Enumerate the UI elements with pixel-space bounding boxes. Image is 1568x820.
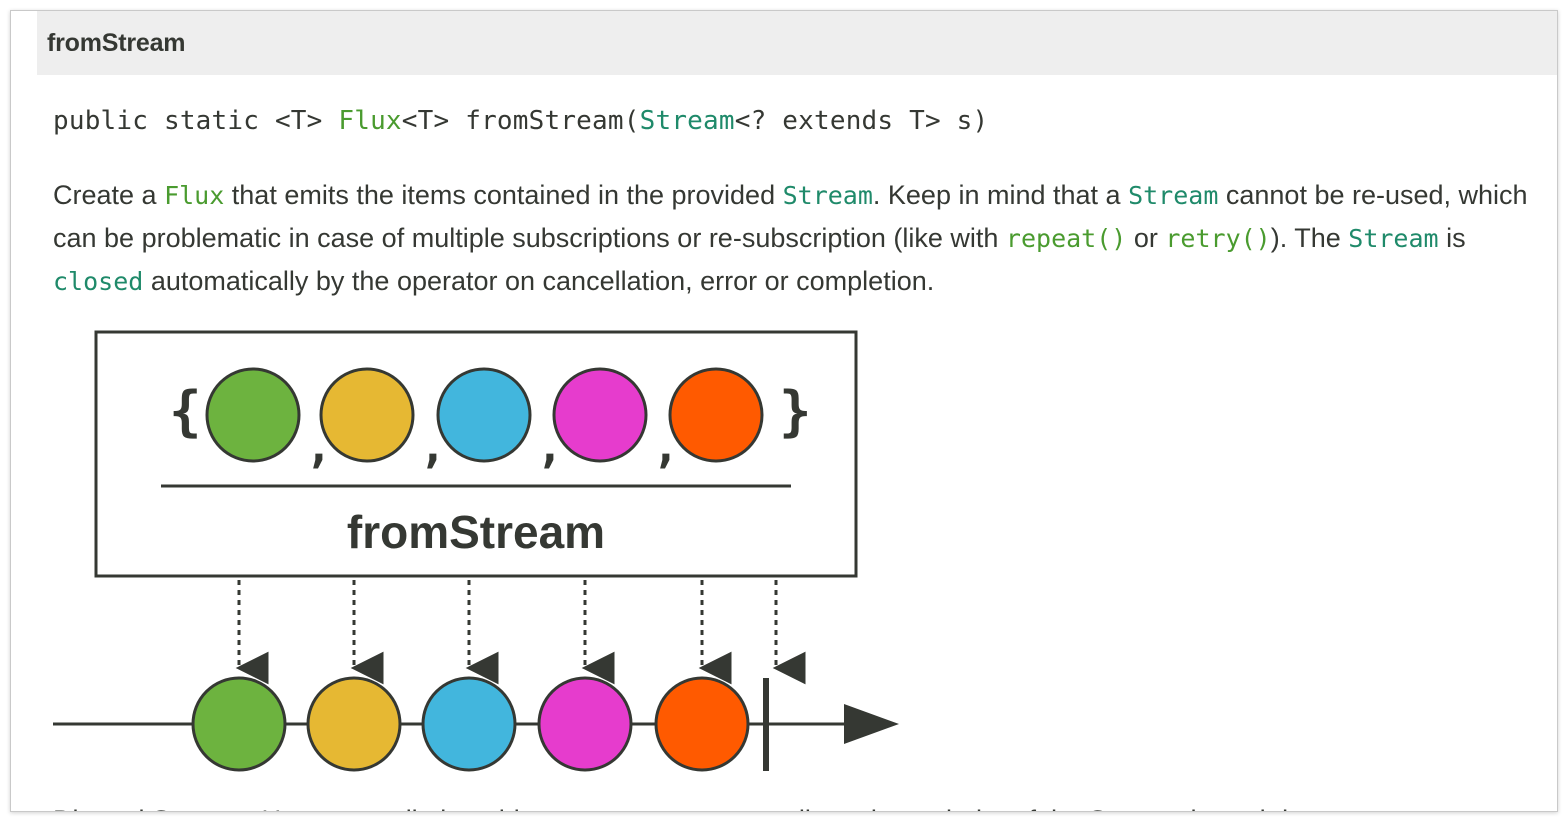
method-description: Create a Flux that emits the items conta…: [53, 174, 1543, 303]
output-item-circle: [191, 676, 287, 772]
desc-text: Create a: [53, 180, 165, 210]
operator-label: fromStream: [347, 506, 605, 558]
method-header: fromStream: [37, 11, 1557, 75]
output-item-circle: [537, 676, 633, 772]
source-item-circle: [205, 367, 301, 463]
source-item-circle: [436, 367, 532, 463]
signature-suffix: <? extends T> s): [734, 106, 989, 136]
brace-close: }: [779, 380, 812, 443]
timeline-arrowhead: [844, 704, 899, 744]
repeat-link[interactable]: repeat(): [1005, 224, 1127, 253]
signature-prefix: public static <T>: [53, 106, 339, 136]
flux-link[interactable]: Flux: [164, 181, 225, 210]
stream-link[interactable]: Stream: [782, 181, 873, 210]
source-item-circle: [552, 367, 648, 463]
desc-text: . Keep in mind that a: [872, 180, 1129, 210]
desc-text: cannot be re-used, which can be problema…: [53, 180, 1528, 253]
signature-mid: <T> fromStream(: [401, 106, 640, 136]
retry-link[interactable]: retry(): [1165, 224, 1271, 253]
next-paragraph-clipped: Discard Support: Upon cancellation, this…: [53, 803, 1533, 811]
flux-type-link[interactable]: Flux: [338, 106, 402, 136]
marble-diagram: { } ,,,, fromStream: [53, 330, 899, 772]
method-title: fromStream: [47, 29, 186, 57]
stream-link[interactable]: Stream: [1348, 224, 1439, 253]
brace-open: {: [169, 380, 202, 443]
stream-link[interactable]: Stream: [1128, 181, 1219, 210]
emit-arrows: [235, 580, 806, 685]
javadoc-method-detail: fromStream public static <T> Flux<T> fro…: [10, 10, 1558, 812]
source-items: ,,,,: [205, 367, 764, 473]
source-item-circle: [668, 367, 764, 463]
output-item-circle: [654, 676, 750, 772]
next-paragraph-text: Discard Support: Upon cancellation, this…: [53, 803, 1533, 811]
stream-type-link[interactable]: Stream: [639, 106, 735, 136]
desc-text: is: [1438, 223, 1466, 253]
source-item-circle: [319, 367, 415, 463]
output-item-circle: [306, 676, 402, 772]
desc-text: ). The: [1270, 223, 1349, 253]
desc-text: or: [1126, 223, 1166, 253]
desc-text: that emits the items contained in the pr…: [224, 180, 783, 210]
desc-text: automatically by the operator on cancell…: [143, 266, 935, 296]
method-signature: public static <T> Flux<T> fromStream(Str…: [53, 106, 988, 136]
closed-link[interactable]: closed: [53, 267, 144, 296]
output-items: [191, 676, 750, 772]
output-item-circle: [421, 676, 517, 772]
